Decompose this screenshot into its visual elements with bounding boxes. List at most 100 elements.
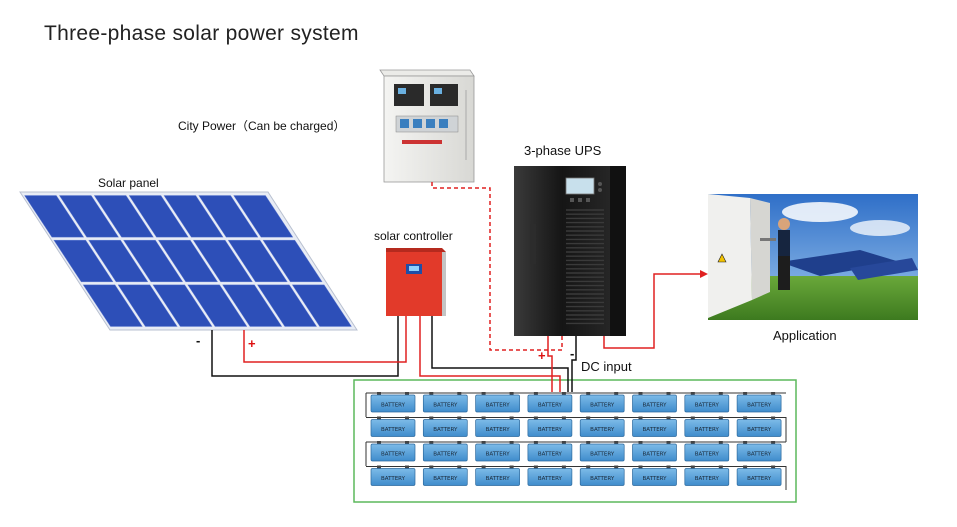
battery-label: BATTERY [381, 452, 406, 458]
battery-label: BATTERY [695, 403, 720, 409]
label-dc-input: DC input [581, 359, 632, 374]
solar-cell [88, 239, 149, 283]
battery-label: BATTERY [590, 427, 615, 433]
battery-unit: BATTERY [632, 465, 677, 486]
battery-unit: BATTERY [422, 441, 468, 462]
solar-panel-array [19, 191, 358, 331]
battery-label: BATTERY [381, 476, 406, 482]
battery-unit: BATTERY [370, 441, 416, 462]
solar-cell [227, 239, 288, 283]
battery-unit: BATTERY [370, 416, 416, 437]
solar-cell [117, 284, 178, 327]
battery-unit: BATTERY [579, 441, 625, 462]
battery-label: BATTERY [486, 403, 511, 409]
battery-unit: BATTERY [736, 465, 782, 486]
battery-unit: BATTERY [475, 465, 520, 486]
battery-unit: BATTERY [684, 441, 730, 462]
arrow-icon [700, 270, 708, 278]
solar-cell [152, 284, 213, 327]
solar-cell [128, 195, 189, 238]
wiring [211, 182, 700, 392]
battery-label: BATTERY [538, 427, 563, 433]
battery-label: BATTERY [590, 476, 615, 482]
battery-label: BATTERY [538, 476, 563, 482]
battery-label: BATTERY [642, 427, 667, 433]
battery-bank-frame [353, 379, 797, 503]
solar-cell [93, 195, 154, 238]
solar-controller [386, 248, 446, 316]
battery-label: BATTERY [381, 427, 406, 433]
battery-label: BATTERY [381, 403, 406, 409]
battery-label: BATTERY [747, 403, 772, 409]
battery-unit: BATTERY [684, 465, 730, 486]
solar-cell [82, 284, 143, 327]
solar-cell [53, 239, 114, 283]
solar-cell [256, 284, 318, 327]
battery-unit: BATTERY [736, 392, 782, 413]
ups-cabinet [514, 166, 626, 336]
battery-unit: BATTERY [684, 416, 730, 437]
battery-unit: BATTERY [475, 392, 520, 413]
solar-cell [58, 195, 120, 238]
battery-label: BATTERY [747, 427, 772, 433]
diagram-title: Three-phase solar power system [44, 22, 359, 45]
battery-unit: BATTERY [475, 441, 520, 462]
battery-label: BATTERY [747, 452, 772, 458]
battery-label: BATTERY [695, 452, 720, 458]
label-solar-controller: solar controller [374, 229, 453, 243]
battery-label: BATTERY [433, 403, 458, 409]
battery-label: BATTERY [642, 452, 667, 458]
battery-unit: BATTERY [475, 416, 520, 437]
battery-label: BATTERY [486, 427, 511, 433]
battery-label: BATTERY [486, 452, 511, 458]
solar-cell [157, 239, 219, 283]
battery-unit: BATTERY [370, 465, 416, 486]
solar-cell [222, 284, 283, 327]
solar-positive-sign: + [248, 336, 256, 351]
solar-negative-sign: - [196, 333, 201, 348]
battery-label: BATTERY [590, 403, 615, 409]
solar-cell [233, 195, 294, 238]
solar-cell [24, 195, 85, 238]
label-solar-panel: Solar panel [98, 176, 159, 190]
battery-label: BATTERY [538, 452, 563, 458]
battery-unit: BATTERY [527, 441, 573, 462]
label-city-power: City Power（Can be charged） [178, 119, 346, 133]
battery-label: BATTERY [695, 476, 720, 482]
battery-label: BATTERY [486, 476, 511, 482]
solar-cell [163, 195, 224, 238]
battery-label: BATTERY [433, 427, 458, 433]
label-application: Application [773, 328, 837, 343]
battery-unit: BATTERY [527, 416, 573, 437]
solar-cell [123, 239, 184, 283]
city-power-cabinet [379, 69, 475, 183]
solar-cell [198, 195, 259, 238]
battery-unit: BATTERY [579, 465, 625, 486]
battery-label: BATTERY [590, 452, 615, 458]
battery-label: BATTERY [433, 476, 458, 482]
ups-positive-sign: + [538, 348, 546, 363]
application-photo [708, 194, 918, 320]
solar-cell [187, 284, 248, 327]
battery-unit: BATTERY [422, 392, 468, 413]
battery-unit: BATTERY [684, 392, 730, 413]
battery-bank: BATTERY BATTERY BATTERY BATTERY BATTERY BATTE… [365, 392, 787, 490]
battery-unit: BATTERY [422, 416, 468, 437]
battery-unit: BATTERY [632, 392, 677, 413]
label-ups: 3-phase UPS [524, 143, 602, 158]
battery-unit: BATTERY [422, 465, 468, 486]
battery-label: BATTERY [642, 403, 667, 409]
battery-label: BATTERY [433, 452, 458, 458]
ups-negative-sign: - [570, 346, 575, 361]
battery-unit: BATTERY [736, 416, 782, 437]
battery-unit: BATTERY [579, 416, 625, 437]
battery-label: BATTERY [695, 427, 720, 433]
battery-unit: BATTERY [527, 392, 573, 413]
solar-cell [262, 239, 323, 283]
solar-cell [192, 239, 253, 283]
battery-unit: BATTERY [527, 465, 573, 486]
battery-unit: BATTERY [370, 392, 416, 413]
battery-unit: BATTERY [632, 441, 677, 462]
battery-unit: BATTERY [736, 441, 782, 462]
